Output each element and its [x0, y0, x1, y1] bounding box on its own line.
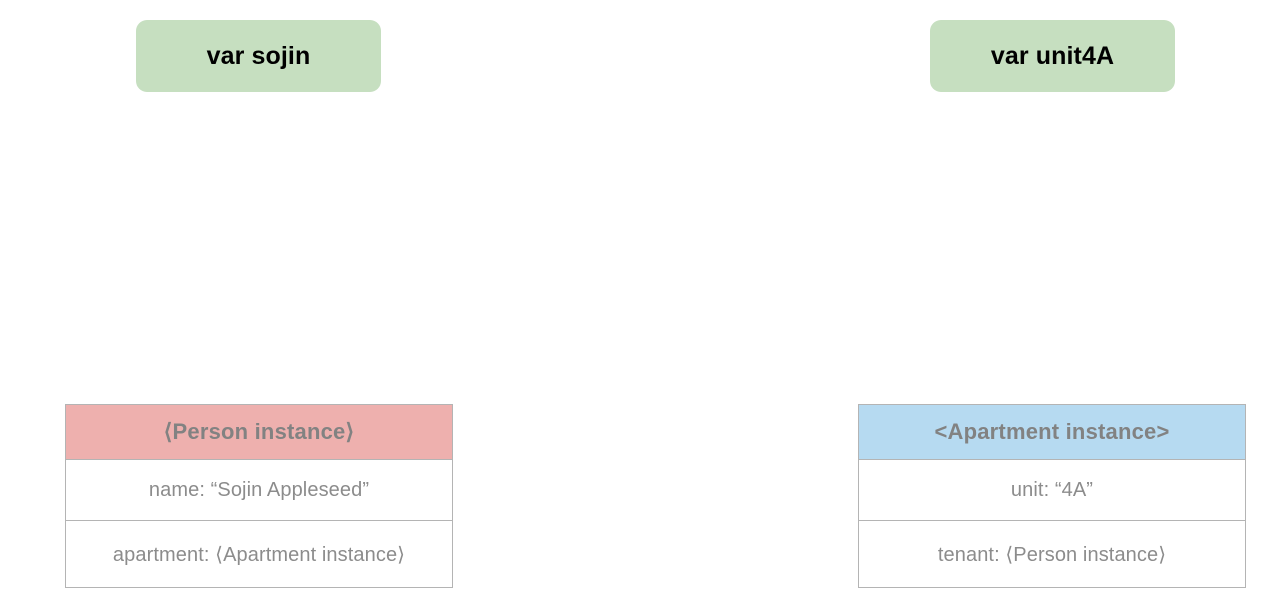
person-property-name: name: “Sojin Appleseed”	[66, 460, 452, 521]
person-instance-header: ⟨Person instance⟩	[66, 405, 452, 460]
variable-pill-unit4a[interactable]: var unit4A	[930, 20, 1175, 92]
apartment-instance-table: <Apartment instance> unit: “4A” tenant: …	[858, 404, 1246, 588]
person-instance-table: ⟨Person instance⟩ name: “Sojin Appleseed…	[65, 404, 453, 588]
variable-pill-unit4a-label: var unit4A	[990, 41, 1115, 70]
variable-pill-sojin[interactable]: var sojin	[136, 20, 381, 92]
apartment-property-unit: unit: “4A”	[859, 460, 1245, 521]
person-property-apartment: apartment: ⟨Apartment instance⟩	[66, 521, 452, 587]
variable-pill-sojin-label: var sojin	[206, 41, 311, 70]
apartment-property-tenant: tenant: ⟨Person instance⟩	[859, 521, 1245, 587]
apartment-instance-header: <Apartment instance>	[859, 405, 1245, 460]
